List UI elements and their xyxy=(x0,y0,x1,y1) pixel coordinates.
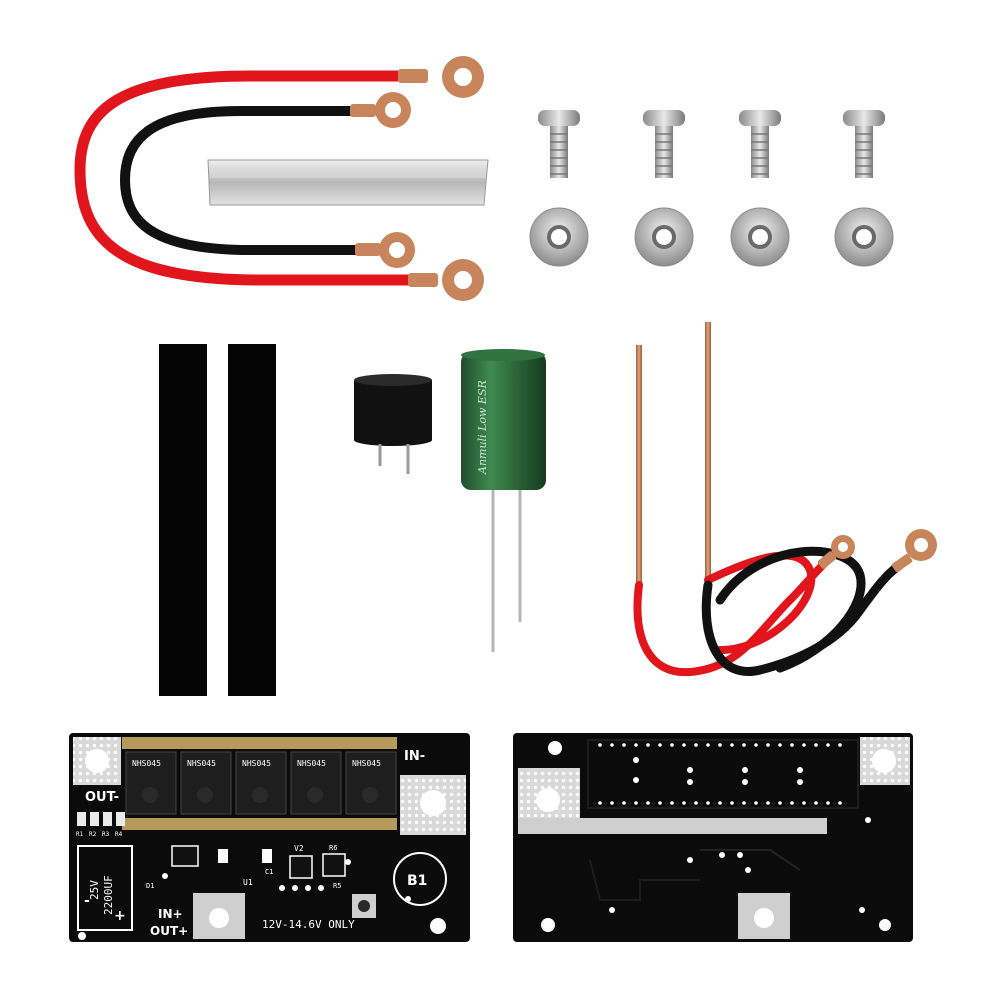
welding-pen-set xyxy=(633,322,937,677)
resistor-label: R3 xyxy=(102,831,110,838)
label-c1: C1 xyxy=(265,868,273,876)
screws xyxy=(538,110,885,178)
crimp xyxy=(408,273,438,287)
black-cable xyxy=(119,106,370,255)
label-r6: R6 xyxy=(329,844,337,852)
nut-icon xyxy=(730,207,790,267)
label-r5: R5 xyxy=(333,882,341,890)
ring-terminal-icon xyxy=(831,535,855,559)
ic-chip xyxy=(171,845,199,867)
battery-cable-set xyxy=(74,56,484,301)
mosfet-label: NHS045 xyxy=(132,759,161,768)
crimp xyxy=(355,243,381,256)
label-out-minus: OUT- xyxy=(85,790,119,805)
via-row xyxy=(598,743,842,805)
mosfet-label: NHS045 xyxy=(297,759,326,768)
nut-icon xyxy=(529,207,589,267)
red-wire xyxy=(633,556,832,677)
screw-icon xyxy=(643,110,685,178)
label-v2: V2 xyxy=(294,844,304,853)
copper-trace xyxy=(589,859,700,901)
ring-terminal-icon xyxy=(442,259,484,301)
cap-voltage: 25V xyxy=(88,880,101,900)
label-u1: U1 xyxy=(243,878,253,887)
ring-terminal-icon xyxy=(442,56,484,98)
label-in-minus: IN- xyxy=(404,749,425,764)
pcb-back xyxy=(513,733,913,942)
label-out-plus: OUT+ xyxy=(150,924,188,938)
buzzer-footprint: B1 xyxy=(393,852,447,906)
label-d1: D1 xyxy=(146,882,154,890)
ic-chip xyxy=(322,853,346,877)
nuts xyxy=(529,207,894,267)
crimp xyxy=(350,104,376,117)
crimp xyxy=(398,69,428,83)
insulation-tape xyxy=(228,344,276,696)
via-holes xyxy=(162,859,351,891)
screw-icon xyxy=(843,110,885,178)
welding-pen-rod xyxy=(636,345,642,590)
solder-pad xyxy=(518,818,580,834)
mosfet-row: NHS045 NHS045 NHS045 NHS045 NHS045 xyxy=(125,751,397,815)
capacitor-brand-text: Anmuli Low ESR xyxy=(476,380,489,475)
red-wire xyxy=(704,551,816,654)
mosfet-label: NHS045 xyxy=(187,759,216,768)
screw-icon xyxy=(739,110,781,178)
copper-trace xyxy=(700,849,801,871)
red-cable xyxy=(74,70,426,286)
capacitor-footprint: - + 25V 2200UF xyxy=(77,845,133,931)
ring-terminal-icon xyxy=(379,232,415,268)
screw-icon xyxy=(538,110,580,178)
black-wire xyxy=(715,546,866,673)
mosfet-label: NHS045 xyxy=(242,759,271,768)
solder-pad xyxy=(577,818,827,834)
cap-minus: - xyxy=(84,893,90,909)
cap-plus: + xyxy=(114,908,126,924)
electrolytic-capacitor: Anmuli Low ESR xyxy=(461,349,546,652)
voltage-note: 12V-14.6V ONLY xyxy=(262,918,355,931)
cap-capacity: 2200UF xyxy=(102,875,115,915)
smd-component xyxy=(262,849,272,863)
mosfet-label: NHS045 xyxy=(352,759,381,768)
label-in-plus: IN+ xyxy=(158,907,183,921)
resistor-label: R2 xyxy=(89,831,97,838)
ring-terminal-icon xyxy=(375,92,411,128)
pcb-front: NHS045 NHS045 NHS045 NHS045 NHS045 OUT- … xyxy=(69,733,470,942)
welding-pen-rod xyxy=(705,322,711,584)
resistor-label: R1 xyxy=(76,831,84,838)
copper-trace xyxy=(587,739,859,809)
buzzer xyxy=(354,374,432,474)
via-holes xyxy=(541,741,891,932)
ic-chip xyxy=(289,855,313,879)
resistor-label: R4 xyxy=(115,831,123,838)
nickel-strip xyxy=(207,159,489,206)
tact-switch xyxy=(352,894,376,918)
label-b1: B1 xyxy=(407,873,427,889)
smd-component xyxy=(218,849,228,863)
ring-terminal-icon xyxy=(905,529,937,561)
insulation-tape xyxy=(159,344,207,696)
nut-icon xyxy=(634,207,694,267)
nut-icon xyxy=(834,207,894,267)
resistor-array: R1 R2 R3 R4 xyxy=(76,812,125,838)
